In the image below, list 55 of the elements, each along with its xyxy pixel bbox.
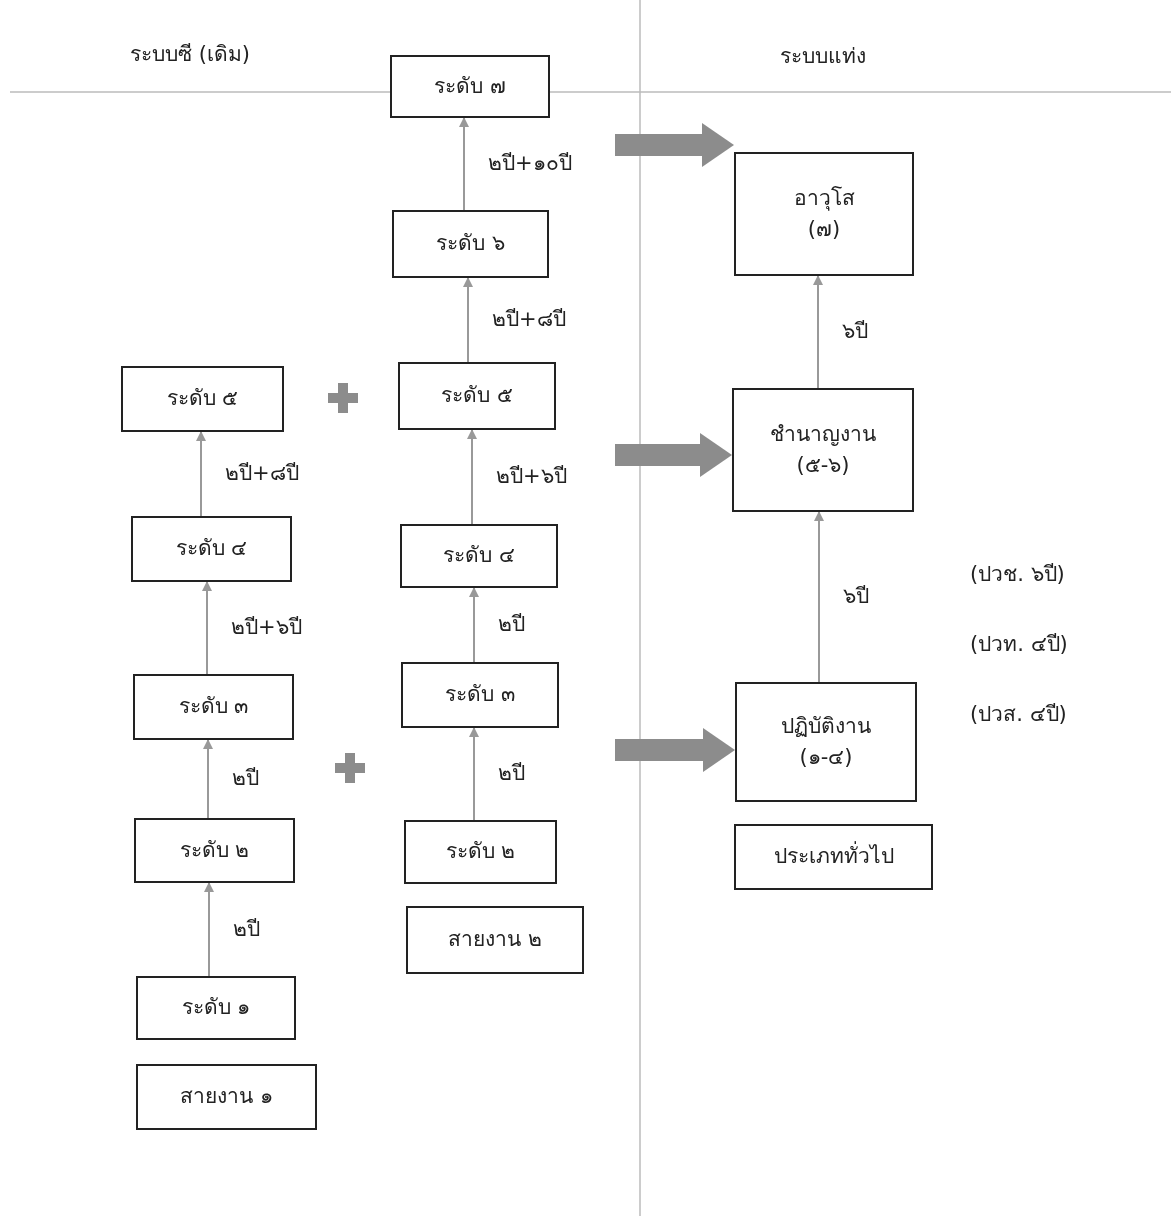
arrow: [196, 431, 206, 517]
level-box: [735, 682, 917, 802]
column-heading: ระบบซี (เดิม): [130, 42, 251, 68]
note-text: (ปวช. ๖ปี): [970, 562, 1065, 588]
level-box: [404, 820, 557, 884]
box-label: (๑-๔): [799, 745, 853, 771]
level-box: [400, 524, 558, 588]
level-box: [734, 824, 933, 890]
box-label: ระดับ ๑: [181, 995, 251, 1021]
level-box: [136, 1064, 317, 1130]
box-label: ระดับ ๕: [166, 386, 239, 412]
arrow: [467, 429, 477, 525]
box-label: ปฏิบัติงาน: [781, 713, 871, 739]
arrow: [203, 739, 213, 819]
arrow: [469, 587, 479, 663]
box-label: อาวุโส: [793, 185, 855, 211]
block-arrow: [615, 123, 734, 167]
level-box: [392, 210, 549, 278]
box-label: ระดับ ๔: [175, 536, 248, 562]
arrow: [459, 117, 469, 211]
level-box: [732, 388, 914, 512]
note-text: (ปวส. ๔ปี): [970, 702, 1067, 728]
level-box: [134, 818, 295, 883]
box-label: ระดับ ๕: [441, 383, 513, 409]
level-box: [406, 906, 584, 974]
box-label: ระดับ ๒: [445, 839, 516, 865]
box-label: ระดับ ๖: [436, 231, 505, 257]
box-label: ระดับ ๔: [443, 543, 515, 569]
box-label: ชำนาญงาน: [770, 421, 876, 447]
box-label: ระดับ ๗: [434, 73, 506, 100]
arrow: [202, 581, 212, 675]
box-label: สายงาน ๑: [180, 1084, 273, 1110]
level-box: [390, 55, 550, 118]
arrow: [814, 511, 824, 683]
box-label: (๗): [807, 217, 841, 243]
arrow: [204, 882, 214, 977]
level-box: [121, 366, 284, 432]
column-heading: ระบบแท่ง: [780, 44, 866, 70]
box-label: ระดับ ๒: [179, 837, 250, 864]
level-box: [133, 674, 294, 740]
level-box: [401, 662, 559, 728]
level-box: [734, 152, 914, 276]
level-box: [131, 516, 292, 582]
block-arrow: [615, 728, 735, 772]
arrow: [469, 727, 479, 821]
block-arrow: [615, 433, 732, 477]
box-label: ระดับ ๓: [445, 682, 515, 708]
box-label: ระดับ ๓: [178, 694, 249, 720]
level-box: [136, 976, 296, 1040]
box-label: สายงาน ๒: [448, 927, 542, 953]
arrow: [463, 277, 473, 363]
arrow: [813, 275, 823, 389]
note-text: (ปวท. ๔ปี): [970, 632, 1068, 658]
level-box: [398, 362, 556, 430]
box-label: (๕-๖): [796, 453, 850, 479]
